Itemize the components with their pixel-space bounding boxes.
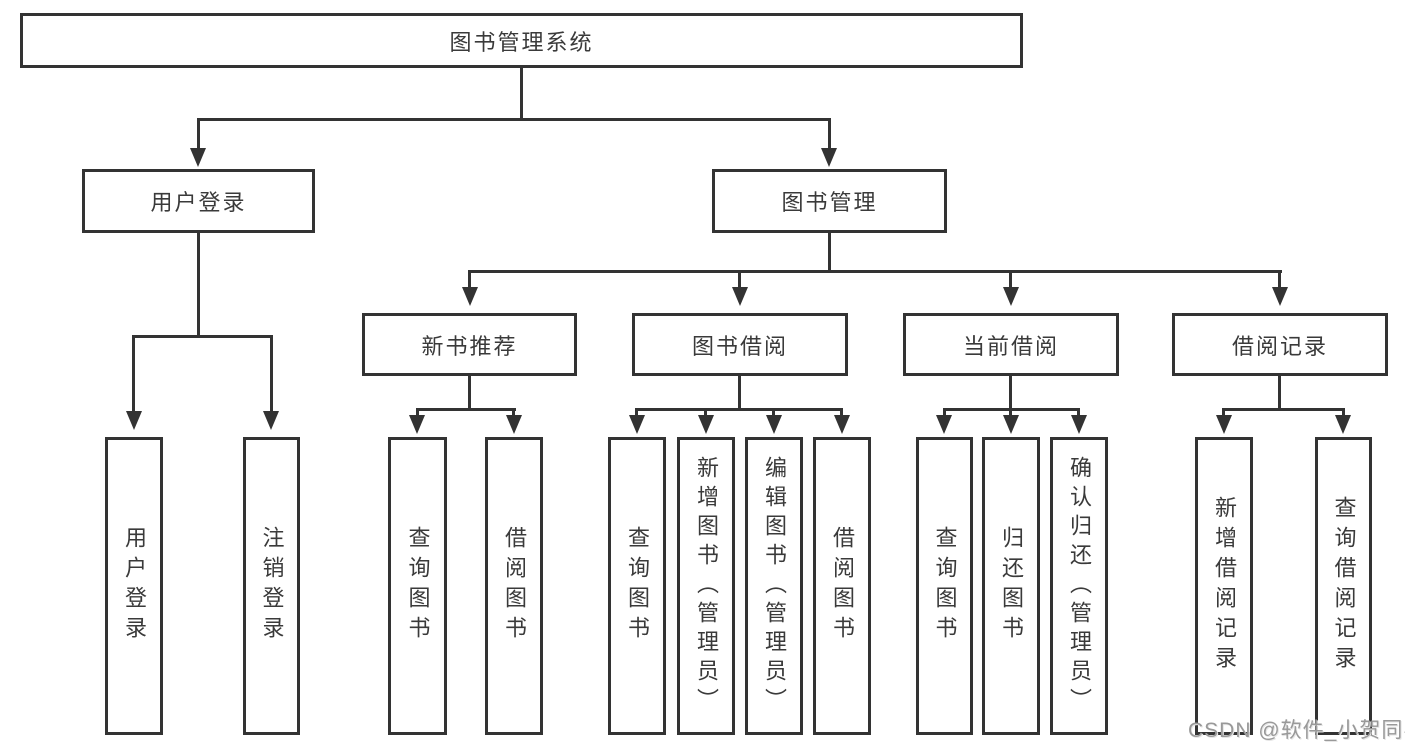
node-user-login-label: 用户登录 (150, 190, 247, 215)
connector-line (197, 118, 200, 151)
node-book-borrowing: 图书借阅 (632, 313, 848, 376)
node-borrowing-records: 借阅记录 (1172, 313, 1388, 376)
arrow-down-icon (936, 415, 952, 434)
node-current-borrowing: 当前借阅 (903, 313, 1119, 376)
connector-line (1009, 375, 1012, 409)
node-borrowing-records-label: 借阅记录 (1231, 333, 1328, 359)
leaf-add-borrow-record-label: 新增借阅记录 (1212, 496, 1237, 676)
connector-line (468, 270, 1282, 273)
leaf-query-books-borrowing-label: 查询图书 (625, 526, 650, 646)
leaf-add-borrow-record: 新增借阅记录 (1195, 437, 1253, 735)
arrow-down-icon (1003, 415, 1019, 434)
arrow-down-icon (834, 415, 850, 434)
arrow-down-icon (766, 415, 782, 434)
connector-line (828, 231, 831, 272)
leaf-logout: 注销登录 (243, 437, 300, 735)
node-book-borrowing-label: 图书借阅 (691, 333, 788, 359)
arrow-down-icon (506, 415, 522, 434)
leaf-query-books-newbook: 查询图书 (388, 437, 447, 735)
connector-line (704, 408, 707, 417)
node-book-management-label: 图书管理 (781, 190, 878, 215)
arrow-down-icon (190, 148, 206, 167)
arrow-down-icon (409, 415, 425, 434)
leaf-user-login-label: 用户登录 (122, 526, 147, 646)
connector-line (840, 408, 843, 417)
leaf-query-books-current: 查询图书 (916, 437, 973, 735)
leaf-logout-label: 注销登录 (259, 526, 285, 646)
arrow-down-icon (263, 411, 279, 430)
connector-line (635, 408, 843, 411)
leaf-query-books-borrowing: 查询图书 (608, 437, 666, 735)
leaf-borrow-books-newbook: 借阅图书 (485, 437, 543, 735)
watermark-text: CSDN @软件_小贺同学 (1188, 719, 1405, 742)
leaf-query-borrow-record-label: 查询借阅记录 (1331, 496, 1357, 676)
arrow-down-icon (126, 411, 142, 430)
leaf-query-books-newbook-label: 查询图书 (405, 526, 431, 646)
node-root-label: 图书管理系统 (449, 29, 594, 55)
arrow-down-icon (821, 148, 837, 167)
connector-line (132, 335, 135, 412)
connector-line (520, 66, 523, 121)
leaf-edit-book-admin-label: 编辑图书（管理员） (762, 455, 787, 717)
connector-line (738, 375, 741, 409)
connector-line (468, 270, 471, 290)
connector-line (416, 408, 516, 411)
connector-line (1077, 408, 1080, 417)
connector-line (1222, 408, 1345, 411)
connector-line (1278, 270, 1281, 290)
connector-line (635, 408, 638, 417)
leaf-borrow-books-borrowing: 借阅图书 (813, 437, 871, 735)
leaf-user-login: 用户登录 (105, 437, 163, 735)
connector-line (1222, 408, 1225, 417)
connector-line (1009, 408, 1012, 417)
node-book-management: 图书管理 (712, 169, 947, 233)
connector-line (738, 270, 741, 290)
node-current-borrowing-label: 当前借阅 (962, 333, 1059, 359)
leaf-query-books-current-label: 查询图书 (932, 526, 958, 646)
node-root: 图书管理系统 (20, 13, 1023, 68)
connector-line (943, 408, 946, 417)
leaf-borrow-books-newbook-label: 借阅图书 (502, 526, 527, 646)
arrow-down-icon (1272, 287, 1288, 306)
node-new-book-recommendation-label: 新书推荐 (421, 333, 518, 359)
connector-line (512, 408, 515, 417)
arrow-down-icon (1071, 415, 1087, 434)
connector-line (1009, 270, 1012, 290)
node-user-login: 用户登录 (82, 169, 315, 233)
arrow-down-icon (1216, 415, 1232, 434)
leaf-add-book-admin: 新增图书（管理员） (677, 437, 735, 735)
connector-line (197, 118, 831, 121)
arrow-down-icon (629, 415, 645, 434)
connector-line (270, 335, 273, 412)
leaf-return-books: 归还图书 (982, 437, 1040, 735)
connector-line (132, 335, 273, 338)
leaf-query-borrow-record: 查询借阅记录 (1315, 437, 1372, 735)
connector-line (1278, 375, 1281, 409)
leaf-confirm-return-admin: 确认归还（管理员） (1050, 437, 1108, 735)
connector-line (416, 408, 419, 417)
connector-line (1342, 408, 1345, 417)
connector-line (197, 231, 200, 337)
connector-line (828, 118, 831, 151)
leaf-return-books-label: 归还图书 (999, 526, 1024, 646)
arrow-down-icon (698, 415, 714, 434)
leaf-edit-book-admin: 编辑图书（管理员） (745, 437, 803, 735)
node-new-book-recommendation: 新书推荐 (362, 313, 577, 376)
arrow-down-icon (1335, 415, 1351, 434)
arrow-down-icon (732, 287, 748, 306)
connector-line (772, 408, 775, 417)
leaf-borrow-books-borrowing-label: 借阅图书 (830, 526, 855, 646)
arrow-down-icon (1003, 287, 1019, 306)
leaf-add-book-admin-label: 新增图书（管理员） (694, 455, 719, 717)
connector-line (468, 375, 471, 409)
leaf-confirm-return-admin-label: 确认归还（管理员） (1067, 455, 1092, 717)
arrow-down-icon (462, 287, 478, 306)
